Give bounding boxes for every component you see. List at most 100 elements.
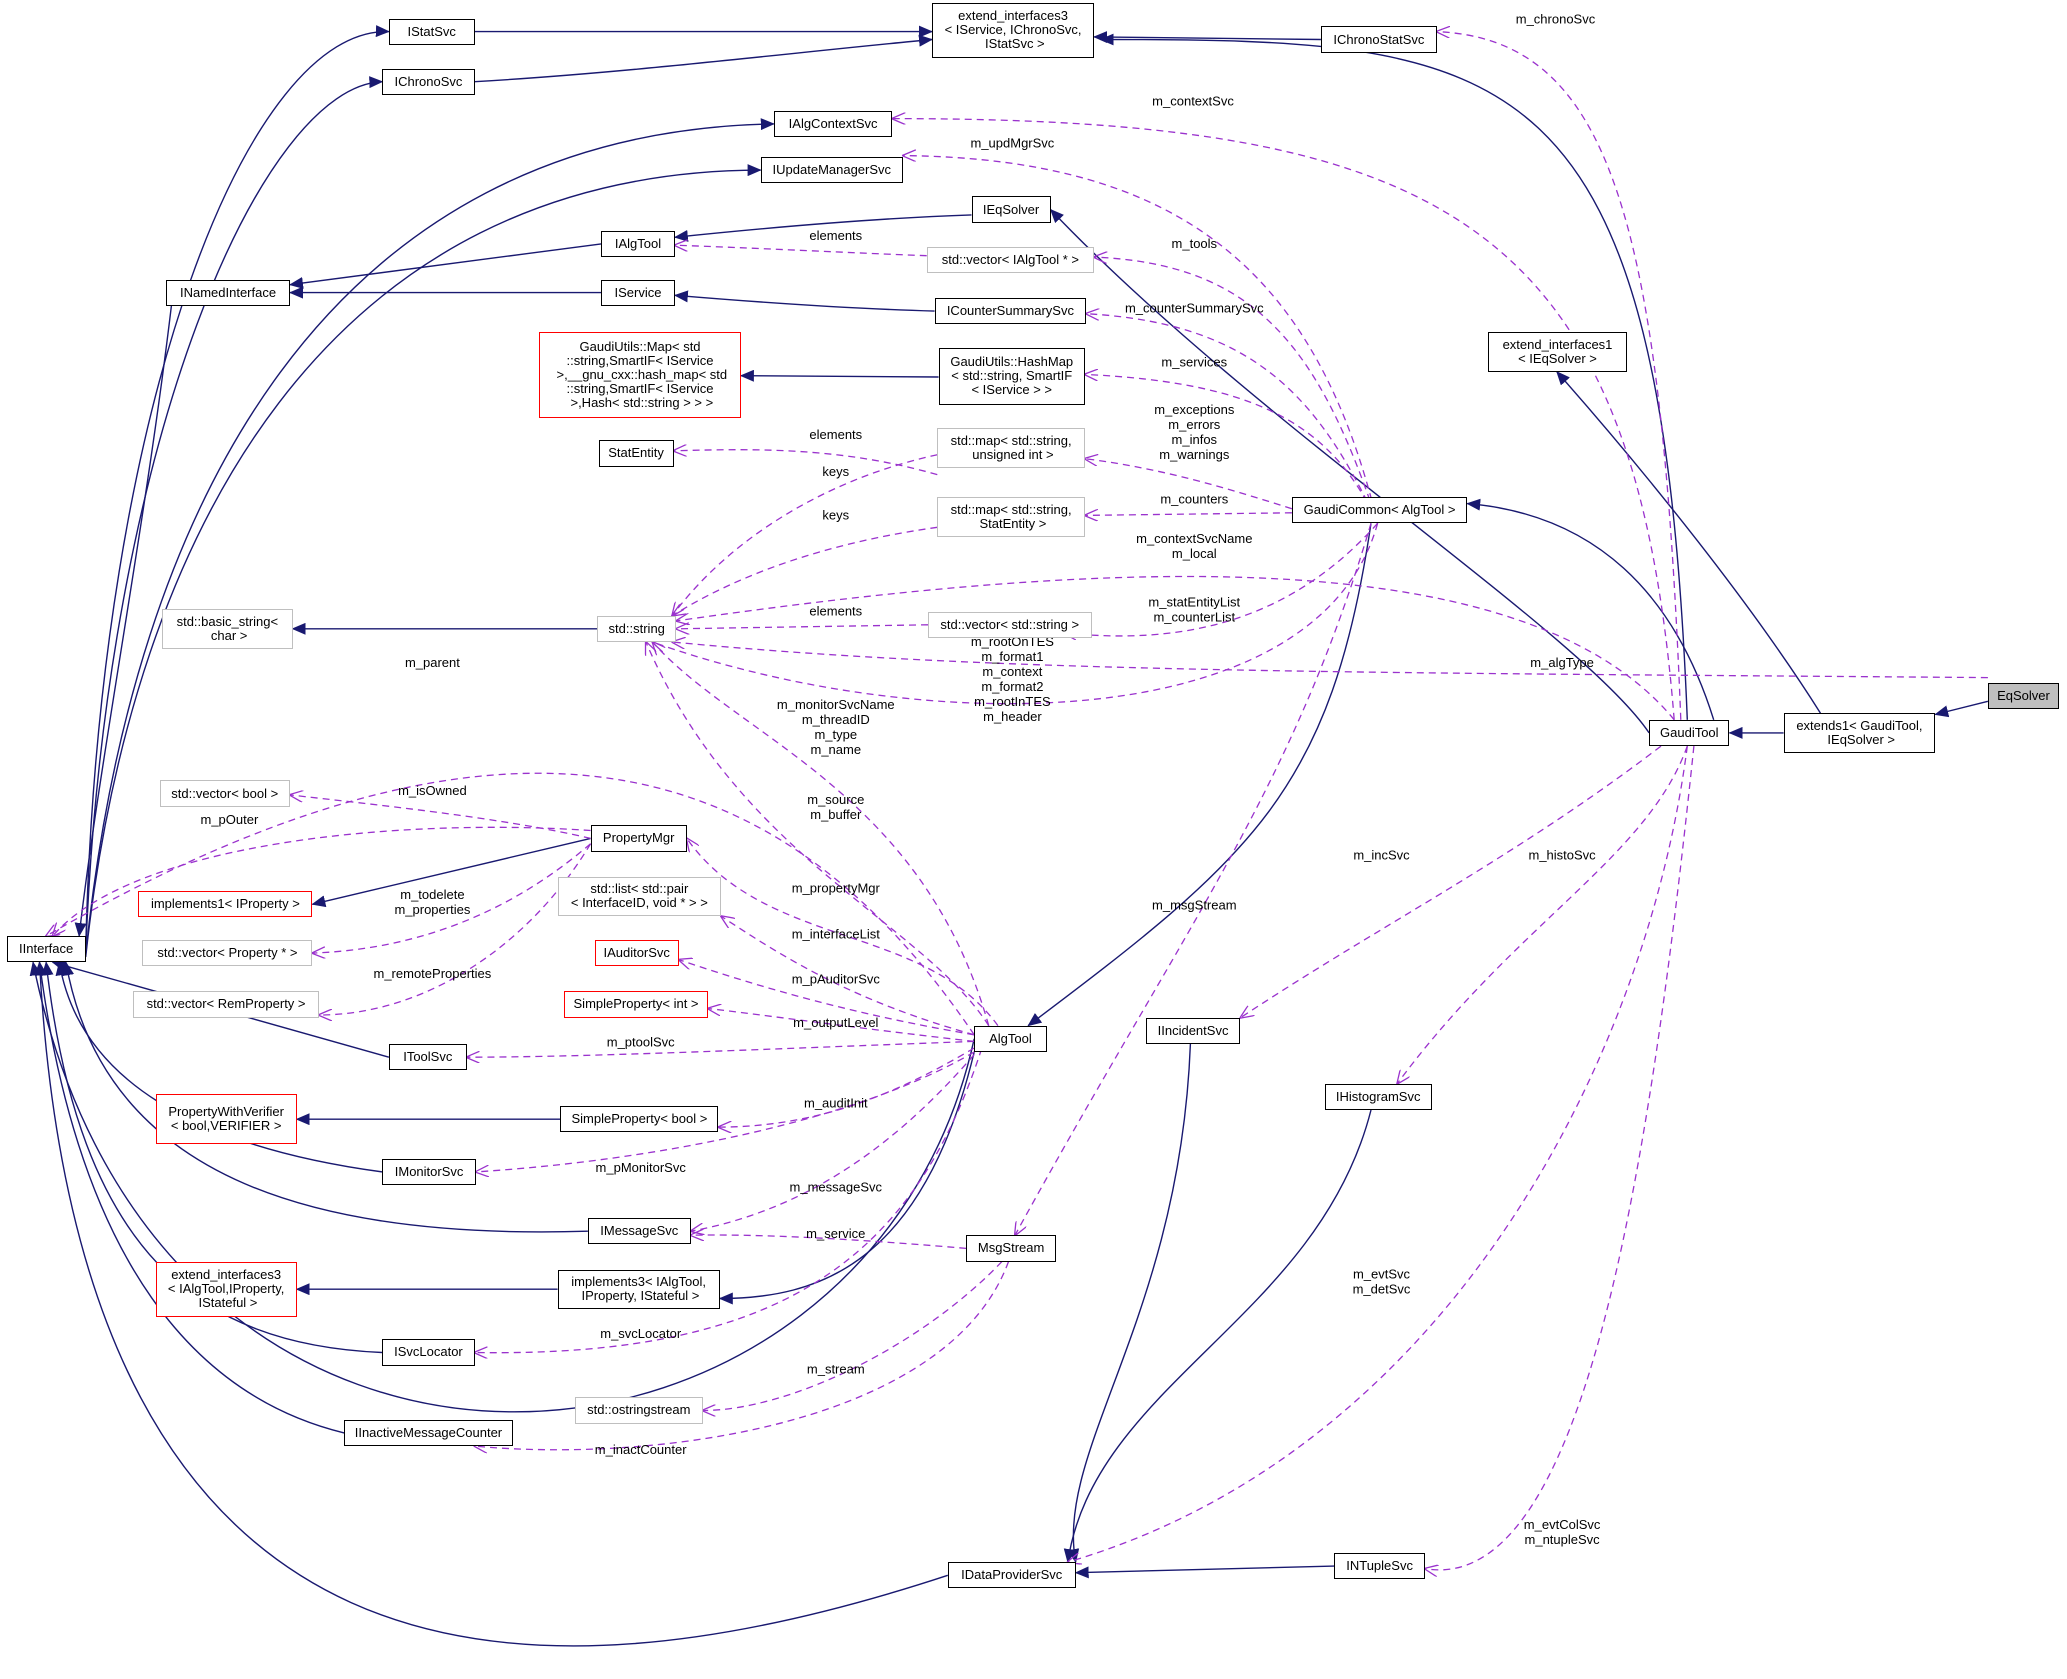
class-node-eqsolver[interactable]: EqSolver	[1987, 682, 2060, 710]
usage-edge	[703, 1261, 1003, 1411]
inheritance-edge	[739, 369, 939, 382]
class-node-ihistogramsvc[interactable]: IHistogramSvc	[1324, 1083, 1432, 1110]
class-node-ichronostatsvc[interactable]: IChronoStatSvc	[1320, 26, 1437, 53]
inheritance-edge	[474, 34, 933, 83]
class-node-pwverifier[interactable]: PropertyWithVerifier < bool,VERIFIER >	[155, 1094, 297, 1145]
class-node-ext3alg[interactable]: extend_interfaces3 < IAlgTool,IProperty,…	[155, 1261, 297, 1317]
class-node-ichronosvc[interactable]: IChronoSvc	[382, 68, 475, 95]
class-node-ialgtool[interactable]: IAlgTool	[601, 230, 675, 258]
edge-label: m_propertyMgr	[792, 880, 881, 895]
usage-edge	[476, 1051, 975, 1172]
class-node-basicstring[interactable]: std::basic_string< char >	[162, 609, 293, 649]
usage-edge	[691, 1235, 967, 1250]
usage-edge	[1397, 745, 1688, 1084]
class-node-icountersummarysvc[interactable]: ICounterSummarySvc	[934, 297, 1087, 325]
class-node-imonitorsvc[interactable]: IMonitorSvc	[382, 1158, 476, 1186]
class-node-listpair[interactable]: std::list< std::pair < InterfaceID, void…	[557, 876, 722, 917]
edge-label: elements	[809, 604, 862, 619]
inheritance-edge	[1093, 31, 1321, 44]
inheritance-edge	[1466, 498, 1715, 721]
usage-edge	[53, 826, 591, 936]
inheritance-edge	[35, 961, 345, 1434]
edge-label: elements	[809, 427, 862, 442]
class-node-vecbool[interactable]: std::vector< bool >	[159, 780, 290, 807]
inheritance-edge	[1067, 1043, 1192, 1564]
class-node-gauditool[interactable]: GaudiTool	[1649, 719, 1730, 747]
class-node-inamedinterface[interactable]: INamedInterface	[166, 279, 290, 306]
edge-label: m_stream	[807, 1362, 865, 1377]
class-node-simplepropbool[interactable]: SimpleProperty< bool >	[560, 1106, 719, 1133]
class-node-simplepropint[interactable]: SimpleProperty< int >	[564, 991, 708, 1018]
class-node-ostringstream[interactable]: std::ostringstream	[574, 1397, 703, 1424]
class-node-iauditorsvc[interactable]: IAuditorSvc	[594, 939, 679, 967]
class-node-mapuint[interactable]: std::map< std::string, unsigned int >	[937, 428, 1085, 468]
edge-label: m_tools	[1172, 236, 1218, 251]
class-node-ialgcontextsvc[interactable]: IAlgContextSvc	[773, 110, 893, 138]
class-node-intuplesvc[interactable]: INTupleSvc	[1334, 1552, 1426, 1580]
class-node-vecprop[interactable]: std::vector< Property * >	[142, 939, 313, 967]
edge-label: m_messageSvc	[790, 1180, 883, 1195]
inheritance-edge	[1063, 1109, 1372, 1564]
class-node-isvclocator[interactable]: ISvcLocator	[382, 1339, 475, 1366]
class-node-iincidentsvc[interactable]: IIncidentSvc	[1145, 1017, 1241, 1045]
edge-label: m_isOwned	[398, 783, 467, 798]
class-node-iinactivemsgcounter[interactable]: IInactiveMessageCounter	[344, 1419, 513, 1447]
class-node-vecremprop[interactable]: std::vector< RemProperty >	[133, 991, 319, 1018]
inheritance-edge	[718, 1051, 975, 1305]
edge-label: m_services	[1161, 355, 1227, 370]
edge-label: m_msgStream	[1152, 898, 1237, 913]
edge-label: m_incSvc	[1353, 848, 1410, 863]
class-node-vecialgtool[interactable]: std::vector< IAlgTool * >	[926, 246, 1095, 273]
class-node-iinterface[interactable]: IInterface	[6, 936, 86, 963]
inheritance-edge	[1934, 700, 1989, 718]
edge-label: m_updMgrSvc	[970, 136, 1054, 151]
edge-label: keys	[822, 464, 849, 479]
class-node-algtool[interactable]: AlgTool	[974, 1025, 1047, 1052]
usage-edge	[319, 843, 592, 1015]
class-node-mapstat[interactable]: std::map< std::string, StatEntity >	[937, 497, 1085, 537]
class-node-itoolsvc[interactable]: IToolSvc	[388, 1044, 467, 1071]
class-node-iservice[interactable]: IService	[601, 279, 675, 306]
class-node-impl1prop[interactable]: implements1< IProperty >	[138, 891, 313, 918]
usage-edge	[290, 795, 591, 840]
class-node-stdstring[interactable]: std::string	[597, 615, 677, 642]
class-node-propertymgr[interactable]: PropertyMgr	[590, 825, 687, 852]
class-node-msgstream[interactable]: MsgStream	[966, 1235, 1056, 1262]
class-node-iupdatemanagersvc[interactable]: IUpdateManagerSvc	[760, 156, 903, 184]
class-node-istatsvc[interactable]: IStatSvc	[388, 18, 475, 45]
class-node-gumap[interactable]: GaudiUtils::Map< std ::string,SmartIF< I…	[539, 332, 741, 418]
class-node-vecstring[interactable]: std::vector< std::string >	[928, 611, 1092, 639]
class-node-ext3chrono[interactable]: extend_interfaces3 < IService, IChronoSv…	[932, 2, 1095, 58]
usage-edge	[646, 642, 990, 1026]
usage-edge	[1437, 32, 1682, 720]
usage-edge	[1086, 314, 1379, 524]
inheritance-edge	[1027, 523, 1372, 1027]
inheritance-edge	[1556, 370, 1822, 714]
usage-edge	[467, 1040, 975, 1057]
class-node-extends1[interactable]: extends1< GaudiTool, IEqSolver >	[1783, 713, 1936, 753]
edge-label: keys	[822, 507, 849, 522]
class-node-guhashmap[interactable]: GaudiUtils::HashMap < std::string, Smart…	[938, 348, 1085, 405]
class-node-imessagesvc[interactable]: IMessageSvc	[587, 1218, 691, 1245]
usage-edge	[312, 843, 592, 953]
class-node-impl3[interactable]: implements3< IAlgTool, IProperty, IState…	[557, 1269, 720, 1309]
inheritance-edge	[85, 118, 775, 955]
class-node-ieqsolver[interactable]: IEqSolver	[971, 196, 1051, 223]
usage-edge	[903, 156, 1379, 524]
usage-edge	[676, 625, 929, 629]
class-node-statentity[interactable]: StatEntity	[598, 440, 674, 467]
class-node-gaudicommon[interactable]: GaudiCommon< AlgTool >	[1291, 497, 1468, 524]
inheritance-edge	[311, 837, 591, 908]
class-node-idataprovidersvc[interactable]: IDataProviderSvc	[947, 1562, 1076, 1589]
usage-edge	[1085, 374, 1379, 524]
edge-label: m_auditInit	[804, 1095, 868, 1110]
edge-label: m_counterSummarySvc	[1125, 300, 1264, 315]
inheritance-edge	[673, 214, 972, 242]
class-node-ext1eqsolver[interactable]: extend_interfaces1 < IEqSolver >	[1488, 332, 1627, 372]
